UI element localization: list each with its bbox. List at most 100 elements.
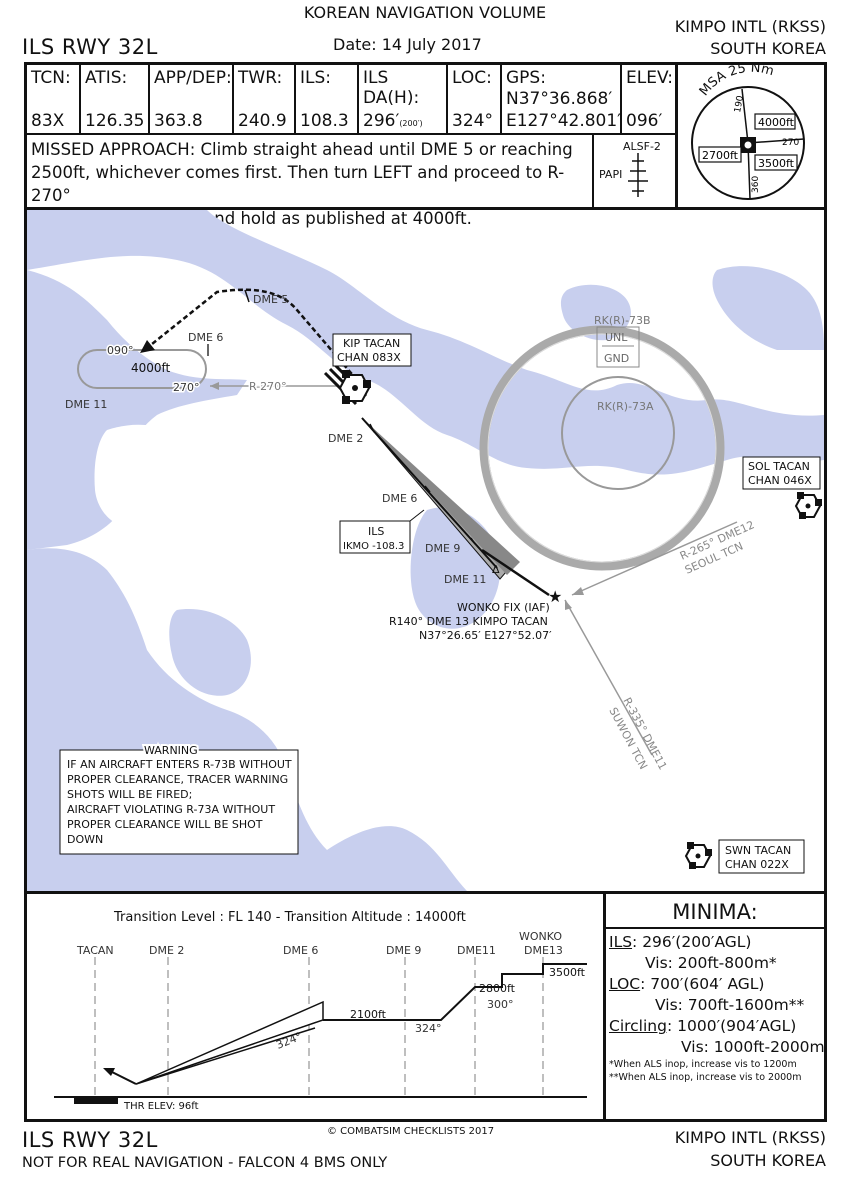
loc-label: LOC: bbox=[452, 68, 492, 88]
minima-circling-vis: Vis: 1000ft-2000m bbox=[681, 1038, 825, 1056]
wonko-coordinates: N37°26.65′ E127°52.07′ bbox=[419, 629, 552, 642]
warning-box bbox=[59, 749, 299, 855]
ils-da-value-wrap: 296′(200′) bbox=[363, 111, 423, 131]
r73a-boundary bbox=[561, 376, 675, 490]
missed-line-1: MISSED APPROACH: Climb straight ahead un… bbox=[31, 140, 573, 159]
missed-approach-path bbox=[146, 288, 358, 381]
minima-values: ILS: 296′(200′AGL) Vis: 200ft-800m* LOC:… bbox=[609, 932, 825, 1084]
msa-sector-4000: 4000ft bbox=[758, 116, 795, 129]
atis-label: ATIS: bbox=[85, 68, 128, 88]
swn-tacan-channel: CHAN 022X bbox=[725, 858, 789, 871]
ils-cell: ILS: 108.3 bbox=[296, 65, 359, 133]
profile-dme2: DME 2 bbox=[149, 944, 184, 957]
warning-line-6: DOWN bbox=[67, 833, 103, 846]
minima-loc-value: : 700′(604′ AGL) bbox=[640, 975, 765, 993]
kip-tacan-label: KIP TACAN bbox=[343, 337, 400, 350]
msa-radial-270: 270 bbox=[782, 138, 799, 148]
dme6-label: DME 6 bbox=[382, 492, 417, 505]
appdep-value: 363.8 bbox=[154, 111, 203, 131]
msa-box: MSA 25 Nm 4000ft 2700ft 3500ft 190 270 3… bbox=[675, 62, 827, 210]
msa-title: MSA 25 Nm bbox=[697, 65, 776, 99]
ils-ident: IKMO -108.3 bbox=[343, 541, 404, 552]
dme9-label: DME 9 bbox=[425, 542, 460, 555]
hold-dme6-label: DME 6 bbox=[188, 331, 223, 344]
gps-lon: E127°42.801′ bbox=[506, 111, 622, 131]
ils-value: 108.3 bbox=[300, 111, 349, 131]
profile-dme9: DME 9 bbox=[386, 944, 421, 957]
elev-cell: ELEV: 096′ bbox=[622, 65, 675, 133]
profile-alt-2800: 2800ft bbox=[479, 982, 516, 995]
minima-box: MINIMA: ILS: 296′(200′AGL) Vis: 200ft-80… bbox=[603, 891, 827, 1122]
twr-label: TWR: bbox=[238, 68, 283, 88]
warning-title: WARNING bbox=[144, 744, 198, 757]
r73b-label: RK(R)-73B bbox=[594, 314, 651, 327]
atis-value: 126.35 bbox=[85, 111, 145, 131]
sol-tacan-channel: CHAN 046X bbox=[748, 474, 812, 487]
warning-line-3: SHOTS WILL BE FIRED; bbox=[67, 788, 192, 801]
warning-line-4: AIRCRAFT VIOLATING R-73A WITHOUT bbox=[67, 803, 275, 816]
footer-copyright: © COMBATSIM CHECKLISTS 2017 bbox=[327, 1126, 495, 1137]
profile-view: Transition Level : FL 140 - Transition A… bbox=[24, 891, 606, 1122]
alsf-label: ALSF-2 bbox=[623, 140, 661, 153]
minima-ils-label: ILS bbox=[609, 933, 633, 951]
swn-tacan-icon bbox=[684, 842, 712, 869]
header-country: SOUTH KOREA bbox=[710, 39, 826, 58]
hold-inbound-course: 090° bbox=[107, 344, 134, 357]
sol-tacan-label: SOL TACAN bbox=[748, 460, 810, 473]
papi-label: PAPI bbox=[599, 168, 623, 181]
profile-svg: Transition Level : FL 140 - Transition A… bbox=[54, 910, 587, 1112]
minima-loc-label: LOC bbox=[609, 975, 641, 993]
warning-line-5: PROPER CLEARANCE WILL BE SHOT bbox=[67, 818, 263, 831]
r270-label: R-270° bbox=[249, 380, 287, 393]
frequency-row: TCN: 83X ATIS: 126.35 APP/DEP: 363.8 TWR… bbox=[27, 65, 675, 135]
profile-alt-3500: 3500ft bbox=[549, 966, 586, 979]
wonko-label: WONKO FIX (IAF) bbox=[457, 601, 550, 614]
gps-lat: N37°36.868′ bbox=[506, 89, 613, 109]
volume-title: KOREAN NAVIGATION VOLUME bbox=[303, 3, 547, 22]
chart-date: Date: 14 July 2017 bbox=[333, 35, 482, 54]
minima-circling-value: : 1000′(904′AGL) bbox=[666, 1017, 797, 1035]
r73a-label: RK(R)-73A bbox=[597, 400, 654, 413]
holding-pattern bbox=[77, 349, 207, 389]
seoul-radial bbox=[571, 521, 738, 596]
profile-tacan: TACAN bbox=[76, 944, 114, 957]
ils-da-label: ILS DA(H): bbox=[363, 68, 420, 108]
transition-info: Transition Level : FL 140 - Transition A… bbox=[113, 910, 466, 925]
footer-airport: KIMPO INTL (RKSS) bbox=[674, 1128, 826, 1147]
suwon-radial bbox=[564, 599, 653, 756]
ils-label: ILS: bbox=[300, 68, 332, 88]
profile-dme11: DME11 bbox=[457, 944, 496, 957]
footer-procedure: ILS RWY 32L bbox=[22, 1128, 158, 1152]
profile-alt-2100: 2100ft bbox=[350, 1008, 387, 1021]
hold-outbound-course: 270° bbox=[173, 381, 200, 394]
threshold-elevation: THR ELEV: 96ft bbox=[123, 1101, 199, 1112]
plan-view-svg: RK(R)-73B UNL GND RK(R)-73A 090° 4000ft … bbox=[27, 210, 824, 891]
msa-diagram: MSA 25 Nm 4000ft 2700ft 3500ft 190 270 3… bbox=[691, 65, 805, 200]
dme2-label: DME 2 bbox=[328, 432, 363, 445]
profile-crs-324a: 324° bbox=[415, 1022, 442, 1035]
ils-da-value: 296′ bbox=[363, 111, 400, 131]
sol-tacan-icon bbox=[794, 492, 822, 519]
hold-altitude: 4000ft bbox=[131, 361, 171, 375]
r73b-boundary bbox=[479, 325, 725, 571]
tcn-value: 83X bbox=[31, 111, 65, 131]
tcn-label: TCN: bbox=[31, 68, 71, 88]
r73b-lower: GND bbox=[604, 352, 629, 365]
minima-ils-vis: Vis: 200ft-800m* bbox=[645, 954, 777, 972]
approach-lights-icon bbox=[628, 153, 648, 197]
twr-cell: TWR: 240.9 bbox=[234, 65, 296, 133]
runway-symbol bbox=[74, 1097, 118, 1104]
profile-descent-path bbox=[323, 963, 587, 1021]
svg-text:MSA 25 Nm: MSA 25 Nm bbox=[697, 65, 776, 99]
plan-view-map: RK(R)-73B UNL GND RK(R)-73A 090° 4000ft … bbox=[24, 207, 827, 894]
wonko-fix-icon: ★ bbox=[548, 587, 562, 606]
minima-circling-label: Circling bbox=[609, 1017, 667, 1035]
ils-da-cell: ILS DA(H): 296′(200′) bbox=[359, 65, 448, 133]
minima-note-1: *When ALS inop, increase vis to 1200m bbox=[609, 1059, 797, 1070]
msa-sector-2700: 2700ft bbox=[702, 149, 739, 162]
profile-dme6: DME 6 bbox=[283, 944, 318, 957]
footer-disclaimer: NOT FOR REAL NAVIGATION - FALCON 4 BMS O… bbox=[22, 1155, 388, 1171]
kip-tacan-icon bbox=[338, 370, 371, 404]
hold-dme11-label: DME 11 bbox=[65, 398, 107, 411]
gps-cell: GPS: N37°36.868′ E127°42.801′ bbox=[502, 65, 622, 133]
